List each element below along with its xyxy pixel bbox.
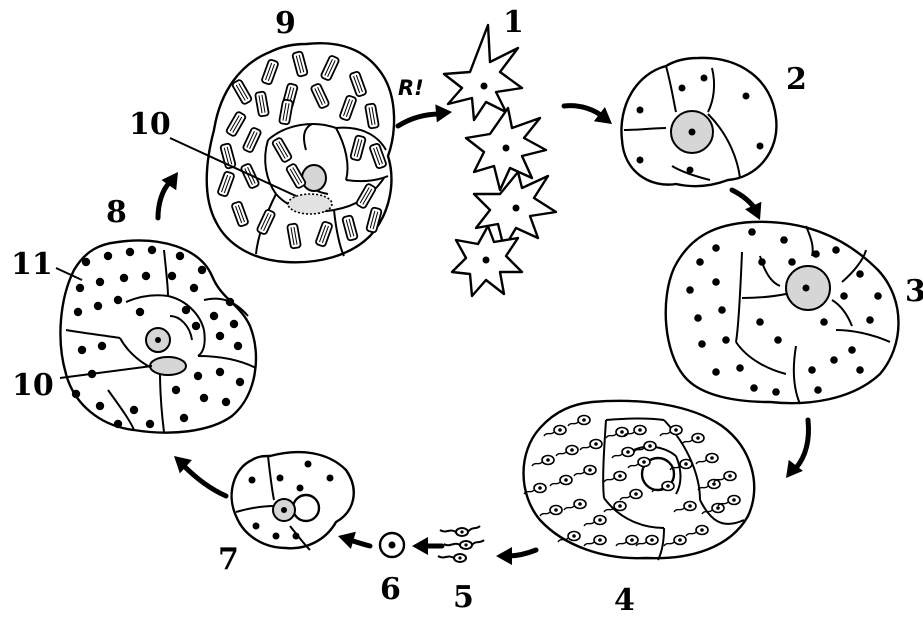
- chamber-dot: [114, 296, 122, 304]
- chamber-dot: [200, 394, 208, 402]
- chamber-dot: [96, 278, 104, 286]
- cycle-arrow: [732, 190, 761, 220]
- chamber-dot: [210, 312, 218, 320]
- chamber-dot: [76, 284, 84, 292]
- chamber-dot: [142, 272, 150, 280]
- chamber-dot: [120, 274, 128, 282]
- chamber-dot: [126, 248, 134, 256]
- label-10-upper: 10: [129, 110, 171, 140]
- chamber-dot: [180, 414, 188, 422]
- cycle-arrow: [496, 547, 536, 565]
- label-stage-7: 7: [218, 545, 239, 575]
- chamber-dot: [234, 342, 242, 350]
- label-stage-6: 6: [380, 575, 401, 605]
- chamber-dot: [136, 308, 144, 316]
- chamber-dot: [94, 302, 102, 310]
- chamber-dot: [98, 342, 106, 350]
- label-stage-8: 8: [106, 198, 127, 228]
- chamber-dot: [230, 320, 238, 328]
- stage-8-agamont: [60, 240, 256, 432]
- cycle-arrow: [564, 106, 612, 124]
- label-10-lower: 10: [12, 371, 54, 401]
- chamber-dot: [82, 258, 90, 266]
- chamber-dot: [226, 298, 234, 306]
- chamber-dot: [222, 398, 230, 406]
- stage-1-amoeboid-cells: [444, 25, 556, 296]
- cycle-arrow: [174, 456, 226, 496]
- chamber-dot: [114, 420, 122, 428]
- chamber-dot: [146, 420, 154, 428]
- chamber-dot: [182, 306, 190, 314]
- label-stage-1: 1: [503, 8, 524, 38]
- cycle-arrow: [786, 420, 809, 478]
- chamber-dot: [168, 272, 176, 280]
- stage-2-young-multichambered-cell: [621, 58, 776, 186]
- cycle-arrow: [412, 537, 442, 555]
- label-reproduction-arrow: R!: [398, 78, 424, 99]
- stage-4-gamont-with-gametes: [524, 401, 755, 560]
- cycle-arrow: [398, 104, 452, 126]
- chamber-dot: [236, 378, 244, 386]
- stage-6-zygote: [380, 533, 404, 557]
- chamber-dot: [78, 346, 86, 354]
- stage-9-mature-test-with-embryos: [207, 43, 394, 262]
- chamber-dot: [216, 368, 224, 376]
- cycle-arrow: [338, 532, 370, 549]
- label-stage-2: 2: [786, 65, 807, 95]
- chamber-dot: [190, 284, 198, 292]
- chamber-dot: [74, 308, 82, 316]
- label-stage-5: 5: [453, 583, 474, 613]
- chamber-dot: [176, 252, 184, 260]
- chamber-dot: [148, 246, 156, 254]
- chamber-dot: [172, 386, 180, 394]
- cycle-arrow: [158, 172, 178, 218]
- chamber-dot: [130, 406, 138, 414]
- chamber-dot: [216, 332, 224, 340]
- label-stage-9: 9: [275, 9, 296, 39]
- chamber-dot: [192, 322, 200, 330]
- label-stage-3: 3: [905, 277, 923, 307]
- chamber-dot: [104, 252, 112, 260]
- label-stage-4: 4: [614, 586, 635, 616]
- stage-7-young-agamont: [232, 452, 354, 550]
- chamber-dot: [72, 390, 80, 398]
- label-11: 11: [11, 250, 53, 280]
- stage-3-growing-test: [666, 222, 899, 404]
- amoeba-cell: [466, 108, 546, 190]
- chamber-dot: [96, 402, 104, 410]
- chamber-dot: [198, 266, 206, 274]
- chamber-dot: [194, 372, 202, 380]
- stage-5-fusing-gametes: [438, 526, 484, 562]
